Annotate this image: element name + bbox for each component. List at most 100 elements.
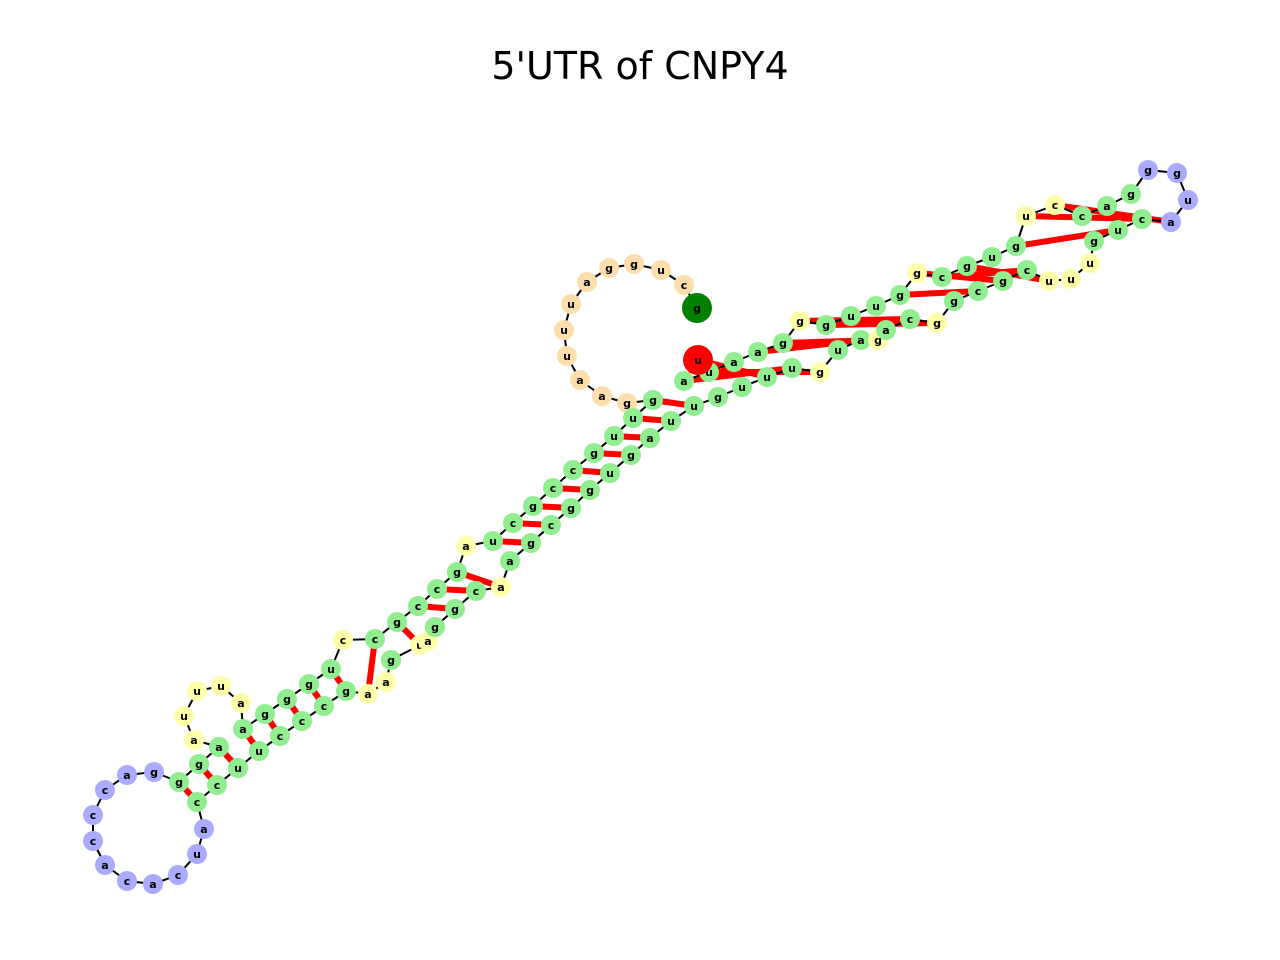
- nucleotide: g: [810, 362, 830, 382]
- nucleotide: g: [169, 772, 189, 792]
- nucleotide: g: [890, 285, 910, 305]
- nucleotide: a: [358, 684, 378, 704]
- nucleotide-circle: [683, 345, 713, 375]
- nucleotide-circle: [168, 865, 188, 885]
- nucleotide-label: a: [239, 723, 246, 736]
- nucleotide: g: [521, 533, 541, 553]
- nucleotide-circle: [209, 737, 229, 757]
- nucleotide-label: u: [847, 310, 855, 323]
- nucleotide-circle: [447, 562, 467, 582]
- nucleotide-circle: [187, 792, 207, 812]
- nucleotide-circle: [456, 536, 476, 556]
- nucleotide: u: [1016, 206, 1036, 226]
- nucleotide-circle: [724, 352, 744, 372]
- nucleotide-label: g: [816, 366, 824, 379]
- nucleotide-label: u: [988, 251, 996, 264]
- nucleotide-circle: [1167, 163, 1187, 183]
- nucleotide-label: c: [975, 285, 982, 298]
- nucleotide-label: g: [630, 258, 638, 271]
- nucleotide-circle: [194, 819, 214, 839]
- nucleotide-circle: [684, 396, 704, 416]
- nucleotide: a: [592, 386, 612, 406]
- nucleotide: u: [782, 358, 802, 378]
- nucleotide: g: [447, 562, 467, 582]
- nucleotide-label: a: [754, 346, 761, 359]
- nucleotide-label: u: [1022, 210, 1030, 223]
- nucleotide-circle: [810, 362, 830, 382]
- nucleotide: g: [617, 393, 637, 413]
- nucleotide-circle: [866, 296, 886, 316]
- nucleotide: u: [1178, 190, 1198, 210]
- nucleotide-circle: [927, 313, 947, 333]
- nucleotide: g: [425, 617, 445, 637]
- nucleotide-circle: [174, 706, 194, 726]
- nucleotide-label: c: [102, 784, 109, 797]
- nucleotide: g: [381, 650, 401, 670]
- nucleotide-label: u: [327, 663, 335, 676]
- nucleotide-label: u: [606, 467, 614, 480]
- nucleotide-label: g: [627, 449, 635, 462]
- nucleotide-circle: [144, 762, 164, 782]
- nucleotide-label: g: [261, 708, 269, 721]
- nucleotide-label: u: [788, 362, 796, 375]
- nucleotide-circle: [1080, 253, 1100, 273]
- nucleotide-circle: [661, 411, 681, 431]
- nucleotide-label: c: [1024, 264, 1031, 277]
- nucleotide-label: g: [822, 319, 830, 332]
- nucleotide-circle: [757, 367, 777, 387]
- nucleotide-circle: [932, 267, 952, 287]
- nucleotide-circle: [682, 293, 712, 323]
- nucleotide-label: a: [149, 878, 156, 891]
- nucleotide-circle: [968, 281, 988, 301]
- nucleotide-circle: [708, 387, 728, 407]
- nucleotide-label: a: [123, 769, 130, 782]
- nucleotide-label: a: [200, 823, 207, 836]
- nucleotide-circle: [563, 460, 583, 480]
- nucleotide-circle: [95, 855, 115, 875]
- nucleotide-circle: [592, 386, 612, 406]
- nucleotide-label: g: [896, 289, 904, 302]
- nucleotide: g: [816, 315, 836, 335]
- nucleotide-circle: [580, 480, 600, 500]
- nucleotide-circle: [790, 311, 810, 331]
- nucleotide-circle: [207, 775, 227, 795]
- nucleotide-label: c: [1079, 210, 1086, 223]
- five-prime-nucleotide: g: [682, 293, 712, 323]
- nucleotide-circle: [1178, 190, 1198, 210]
- nucleotide: u: [483, 531, 503, 551]
- nucleotide-label: g: [150, 766, 158, 779]
- nucleotide: g: [580, 480, 600, 500]
- nucleotide-circle: [621, 445, 641, 465]
- nucleotide-label: u: [1045, 275, 1053, 288]
- nucleotide-label: c: [570, 464, 577, 477]
- nucleotide: g: [1121, 184, 1141, 204]
- nucleotide-label: a: [424, 635, 431, 648]
- nucleotide-circle: [1061, 269, 1081, 289]
- nucleotide-label: c: [1139, 213, 1146, 226]
- nucleotide-label: a: [506, 555, 513, 568]
- nucleotide: a: [724, 352, 744, 372]
- nucleotide-label: g: [342, 685, 350, 698]
- nucleotide-circle: [1017, 260, 1037, 280]
- nucleotide-circle: [387, 612, 407, 632]
- nucleotide-label: u: [763, 371, 771, 384]
- nucleotide-circle: [1121, 184, 1141, 204]
- nucleotide: g: [277, 689, 297, 709]
- nucleotide-label: a: [462, 540, 469, 553]
- nucleotide: a: [117, 765, 137, 785]
- nucleotide-label: g: [195, 758, 203, 771]
- nucleotide-label: u: [629, 412, 637, 425]
- nucleotide-label: c: [939, 271, 946, 284]
- nucleotide: a: [748, 342, 768, 362]
- nucleotide-label: c: [550, 482, 557, 495]
- nucleotide-circle: [336, 681, 356, 701]
- nucleotide: g: [584, 443, 604, 463]
- nucleotide: u: [554, 320, 574, 340]
- nucleotide-circle: [521, 533, 541, 553]
- nucleotide-circle: [231, 693, 251, 713]
- nucleotide: g: [927, 313, 947, 333]
- nucleotide: c: [1045, 195, 1065, 215]
- nucleotide-circle: [1006, 236, 1026, 256]
- nucleotide-label: u: [657, 264, 665, 277]
- nucleotide: a: [209, 737, 229, 757]
